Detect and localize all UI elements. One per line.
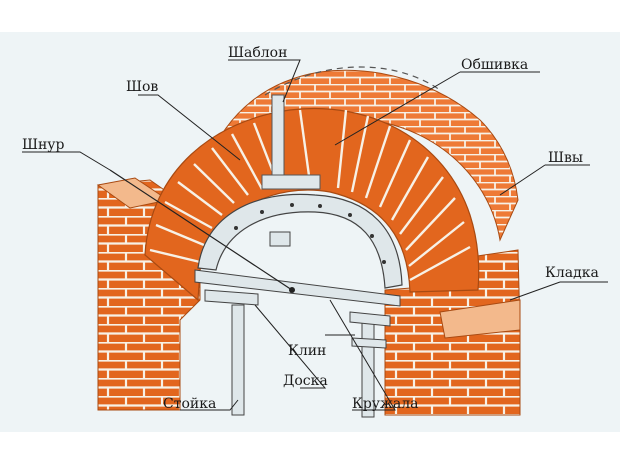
right-wedge (349, 311, 391, 327)
centering-rib (197, 193, 403, 289)
string-line (109, 169, 293, 291)
label-shvy: Швы (548, 150, 583, 166)
label-shnur: Шнур (22, 137, 65, 153)
right-wall-top (439, 299, 521, 339)
label-kruzhala: Кружала (352, 396, 419, 412)
label-obshivka: Обшивка (461, 57, 529, 73)
left-post (231, 304, 245, 416)
template-board (271, 94, 285, 181)
label-klin: Клин (288, 343, 327, 359)
left-wedge (204, 289, 259, 306)
label-kladka: Кладка (545, 265, 599, 281)
label-doska: Доска (283, 373, 328, 389)
label-stoika: Стойка (163, 396, 217, 412)
template-arc-dashed (264, 66, 441, 96)
cross-brace (269, 231, 291, 247)
centering-nails (234, 203, 386, 264)
leader-lines (22, 59, 608, 411)
label-shablon: Шаблон (228, 45, 288, 61)
arch-ring (144, 107, 480, 302)
label-shov: Шов (126, 79, 159, 95)
arch-voussoir-joints (149, 109, 471, 282)
template-base (261, 174, 321, 190)
right-wedge-lower (351, 337, 387, 349)
tie-beam (194, 269, 401, 307)
